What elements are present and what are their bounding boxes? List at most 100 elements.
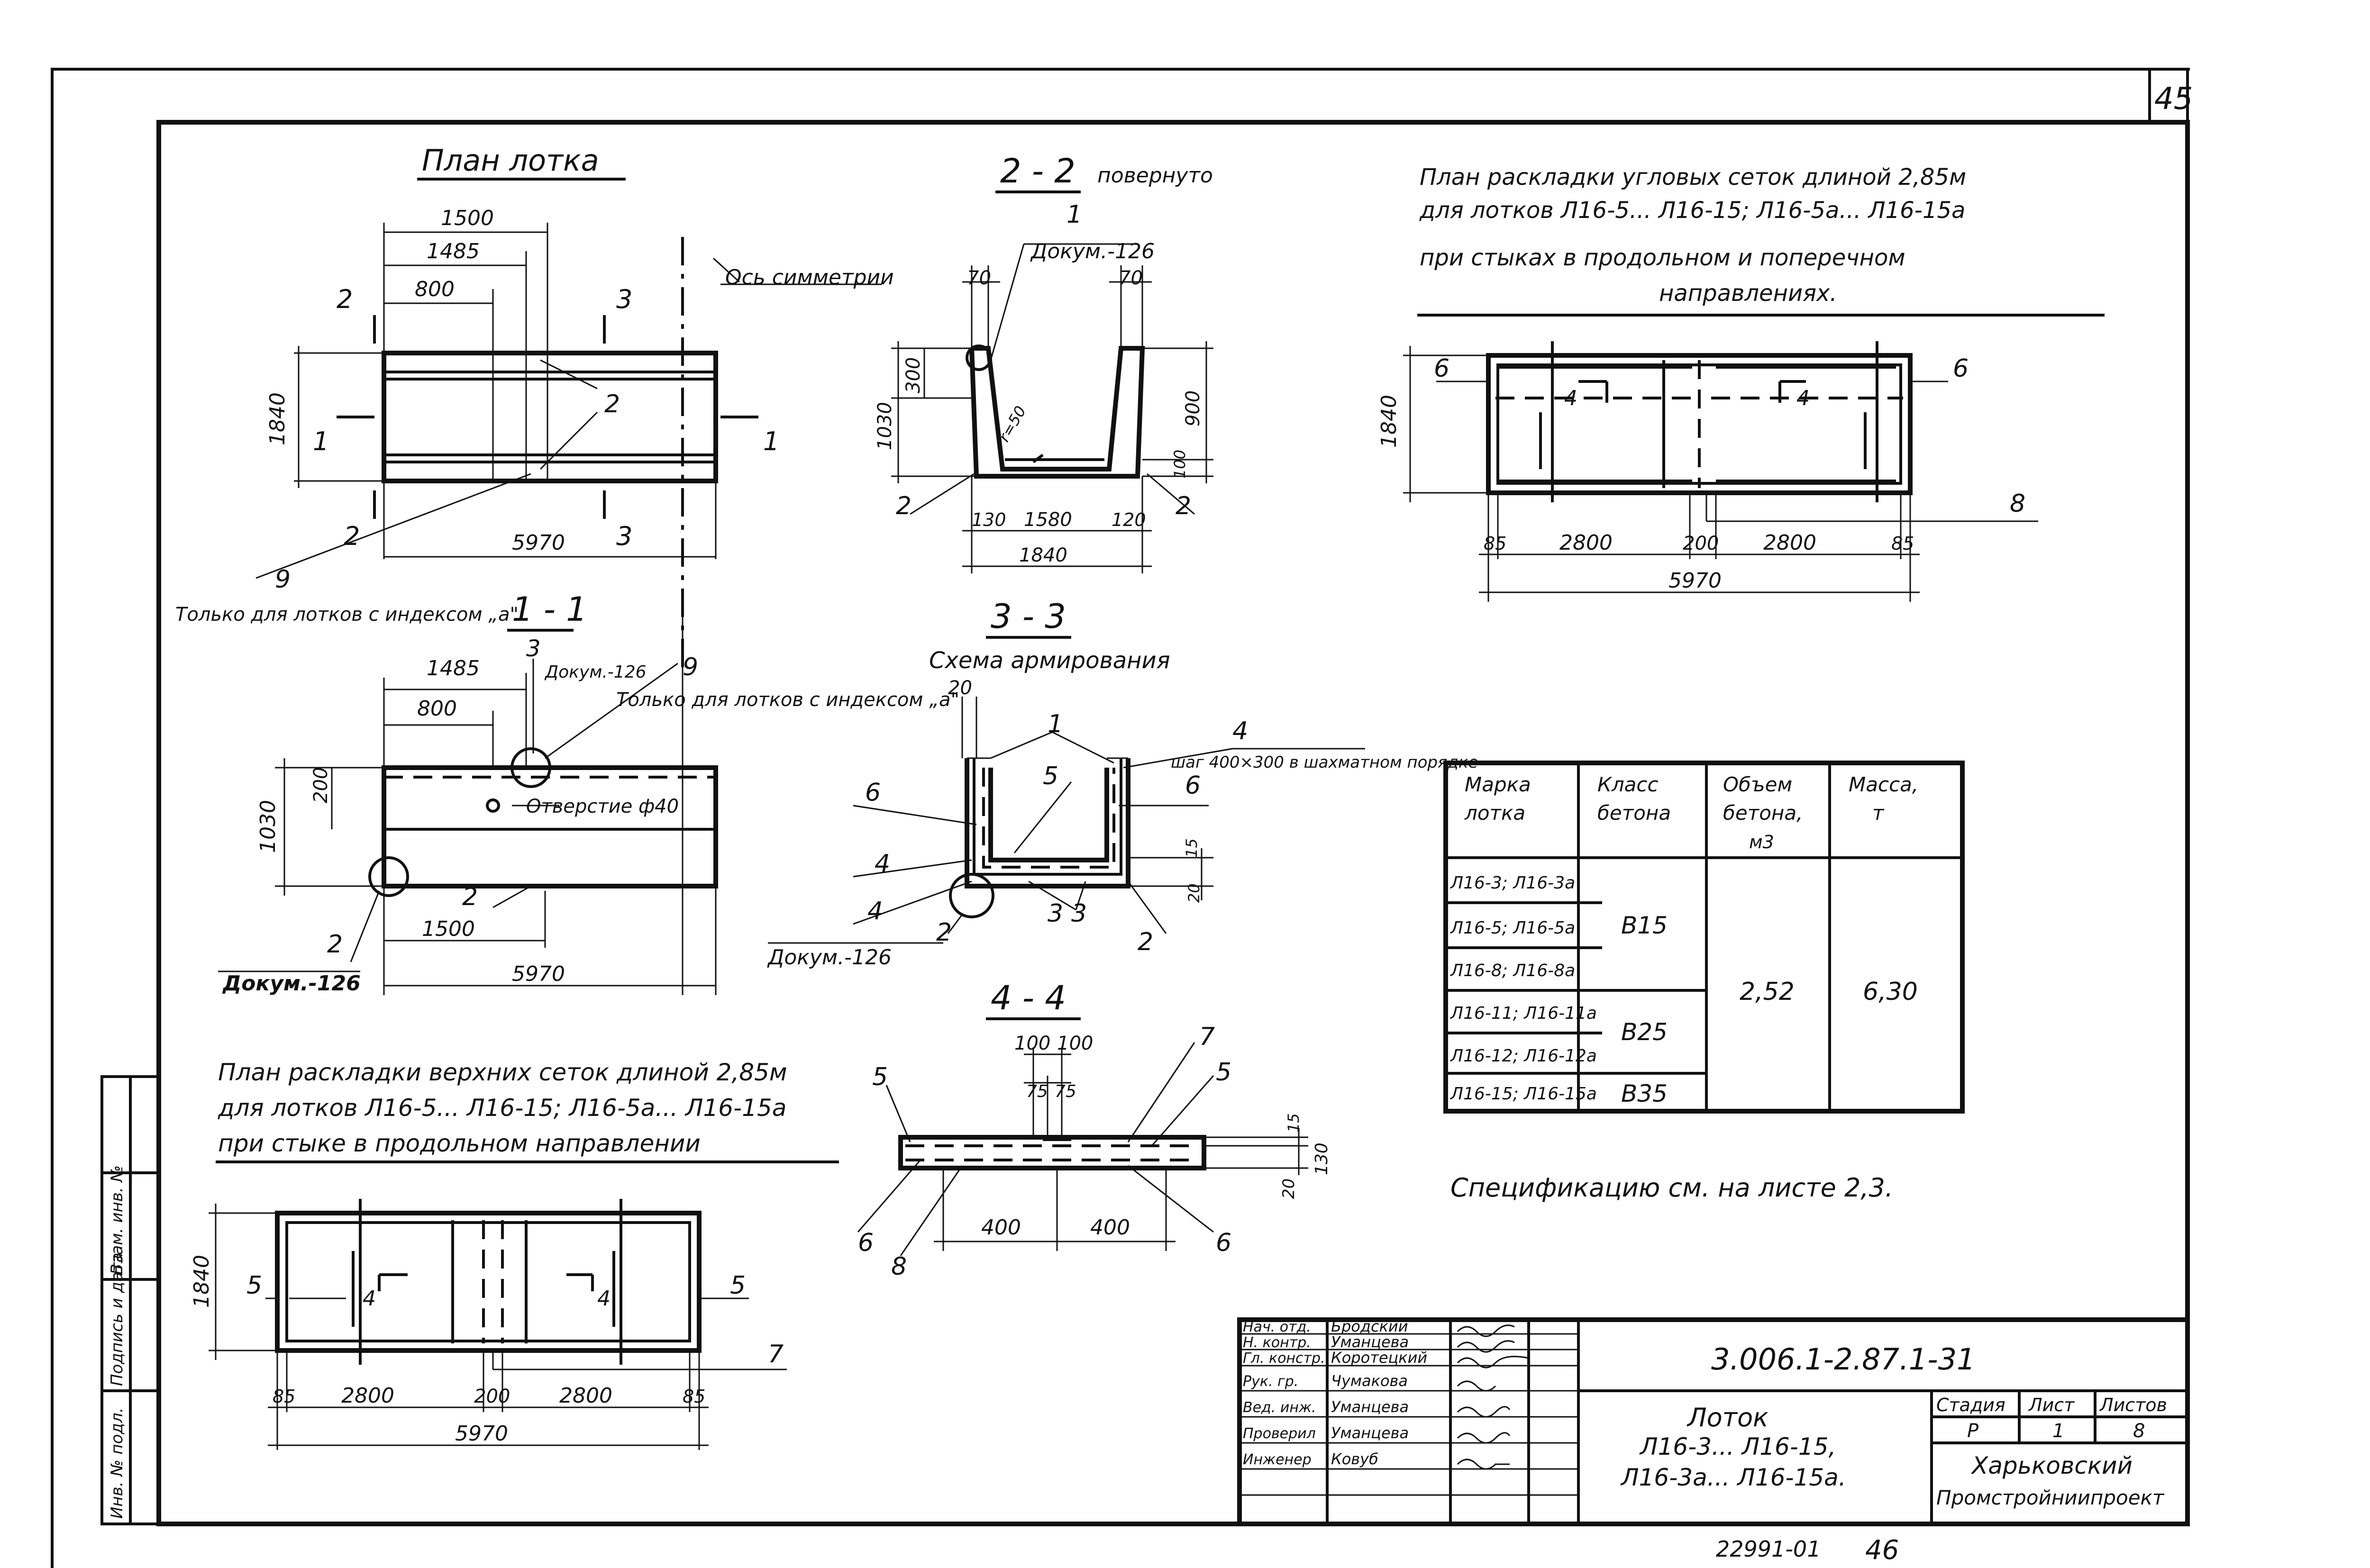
- section-2-2-callout-1: 1: [1066, 200, 1082, 229]
- spec-header-mark: Марка лотка: [1450, 850, 1454, 851]
- spec-header-mass-1: Масса,: [1849, 773, 1918, 796]
- top-mesh-mark-5-right: 5: [730, 1271, 746, 1300]
- section-2-2-dim-100: 100: [1171, 450, 1189, 479]
- bottom-inventory: 22991-01: [1716, 1536, 1821, 1562]
- section-3-3-ref: Докум.-126: [767, 945, 892, 970]
- section-2-2-dim-900: 900: [1182, 390, 1204, 426]
- spec-header-mass: Масса, т: [1834, 855, 1837, 856]
- plan-lotka-dim-5970: 5970: [512, 531, 565, 555]
- section-1-1-callout-2-mid: 2: [462, 883, 478, 911]
- top-mesh-dim-2800-right: 2800: [559, 1384, 612, 1408]
- title-name-2: Коротецкий: [1331, 1349, 1427, 1367]
- top-mesh-dim-5970: 5970: [455, 1422, 508, 1446]
- top-mesh-dim-85-right: 85: [683, 1386, 705, 1407]
- section-3-3-dim-20-right: 20: [1185, 883, 1203, 903]
- corner-mesh-dim-2800-left: 2800: [1559, 531, 1613, 555]
- bottom-page: 46: [1865, 1535, 1899, 1566]
- section-2-2-dim-1580: 1580: [1024, 509, 1072, 531]
- top-mesh-mark-7: 7: [768, 1340, 784, 1369]
- section-4-4-callout-6-right: 6: [1216, 1229, 1231, 1257]
- title-name-line-2: Л16-3... Л16-15,: [1639, 1433, 1836, 1460]
- corner-mesh-dim-200: 200: [1683, 533, 1719, 554]
- title-name-3: Чумакова: [1331, 1372, 1408, 1390]
- top-mesh-dim-1840: 1840: [190, 1255, 214, 1308]
- section-4-4-callout-5-left: 5: [872, 1063, 888, 1091]
- plan-lotka-axis-label: Ось симметрии: [725, 265, 894, 290]
- section-1-1-ref-bottom: Докум.-126: [222, 971, 361, 996]
- section-1-1-dim-800: 800: [417, 697, 457, 721]
- section-3-3-callout-6-left: 6: [865, 779, 881, 807]
- corner-mesh-mark-6-left: 6: [1434, 354, 1449, 383]
- section-4-4-drawing: [857, 1042, 1308, 1256]
- section-1-1-title: 1 - 1: [512, 590, 587, 629]
- title-role-0: Нач. отд.: [1243, 1319, 1311, 1335]
- section-3-3-callout-4-bottom: 4: [867, 897, 883, 925]
- section-3-3-callout-3-b: 3: [1071, 899, 1087, 928]
- title-stage-value: Р: [1967, 1420, 1979, 1442]
- plan-lotka-mark-1-right: 1: [763, 426, 779, 456]
- spec-header-volume-3: м3: [1749, 832, 1774, 852]
- title-role-2: Гл. констр.: [1243, 1350, 1325, 1367]
- spec-mark-3: Л16-11; Л16-11а: [1449, 1004, 1597, 1023]
- plan-lotka-dim-800: 800: [415, 277, 455, 301]
- spec-note: Спецификацию см. на листе 2,3.: [1450, 1173, 1893, 1203]
- title-sheet-header: Лист: [2028, 1395, 2075, 1415]
- section-4-4-dim-130: 130: [1312, 1142, 1331, 1175]
- top-mesh-title-line-3: при стыке в продольном направлении: [218, 1130, 701, 1157]
- section-2-2-dim-r50: r=50: [995, 403, 1030, 445]
- section-3-3-step-note: шаг 400×300 в шахматном порядке: [1171, 753, 1478, 772]
- section-3-3-subtitle: Схема армирования: [929, 647, 1170, 674]
- section-1-1-dim-1485: 1485: [427, 656, 480, 680]
- sheet-number: 45: [2154, 82, 2193, 117]
- section-3-3-callout-1: 1: [1048, 710, 1063, 738]
- spec-mark-5: Л16-15; Л16-15а: [1449, 1084, 1597, 1104]
- section-4-4-dim-20: 20: [1279, 1178, 1298, 1199]
- title-role-4: Вед. инж.: [1243, 1399, 1316, 1416]
- corner-mesh-dim-85-right: 85: [1891, 533, 1914, 554]
- spec-header-mark-1: Марка: [1465, 773, 1531, 796]
- section-2-2-dim-70-right: 70: [1119, 267, 1143, 289]
- section-2-2-dim-130: 130: [972, 509, 1006, 530]
- title-name-line-3: Л16-3а... Л16-15а.: [1620, 1464, 1846, 1491]
- top-mesh-title-line-2: для лотков Л16-5... Л16-15; Л16-5а... Л1…: [218, 1094, 786, 1122]
- plan-lotka-title: План лотка: [422, 143, 599, 178]
- spec-header-class: Класс бетона: [1583, 850, 1587, 851]
- side-stamp: [100, 1075, 160, 1525]
- title-name-line-1: Лоток: [1686, 1403, 1768, 1432]
- spec-mark-0: Л16-3; Л16-3а: [1449, 873, 1575, 893]
- spec-class-b35: В35: [1621, 1080, 1668, 1107]
- spec-header-mark-2: лотка: [1464, 801, 1525, 825]
- section-3-3-dim-20-top: 20: [948, 677, 972, 699]
- section-3-3-callout-3-a: 3: [1048, 899, 1063, 928]
- plan-lotka-note: Только для лотков с индексом „а": [175, 604, 519, 625]
- top-mesh-drawing: [209, 1199, 787, 1450]
- section-3-3-dim-15: 15: [1183, 838, 1201, 858]
- corner-mesh-dim-5970: 5970: [1668, 569, 1722, 593]
- section-3-3-title: 3 - 3: [991, 597, 1066, 636]
- plan-lotka-mark-1-left: 1: [313, 426, 329, 456]
- title-sheets-value: 8: [2133, 1420, 2145, 1442]
- section-4-4-dim-400-a: 400: [981, 1215, 1021, 1240]
- section-1-1-dim-200: 200: [310, 767, 332, 803]
- section-4-4-dim-100-b: 100: [1057, 1033, 1093, 1054]
- section-3-3-callout-2-left: 2: [936, 918, 952, 947]
- spec-header-class-1: Класс: [1597, 773, 1659, 796]
- title-role-3: Рук. гр.: [1243, 1373, 1298, 1390]
- corner-mesh-mark-4-right: 4: [1796, 386, 1810, 410]
- plan-lotka-dim-1840: 1840: [265, 392, 290, 445]
- section-1-1-drawing: [218, 616, 718, 995]
- title-code: 3.006.1-2.87.1-31: [1711, 1342, 1976, 1377]
- corner-mesh-title-line-4: направлениях.: [1659, 280, 1837, 307]
- plan-lotka-dim-1500: 1500: [441, 206, 494, 230]
- section-3-3-callout-6-right: 6: [1185, 771, 1201, 800]
- plan-lotka-mark-3-top: 3: [616, 284, 632, 314]
- section-2-2-subtitle: повернуто: [1097, 163, 1213, 188]
- title-name-4: Уманцева: [1331, 1398, 1409, 1416]
- spec-mark-4: Л16-12; Л16-12а: [1449, 1046, 1597, 1066]
- top-mesh-dim-85-left: 85: [273, 1386, 295, 1407]
- section-2-2-title: 2 - 2: [1000, 152, 1076, 190]
- top-mesh-dim-2800-left: 2800: [341, 1384, 394, 1408]
- title-sheets-header: Листов: [2099, 1395, 2167, 1415]
- section-4-4-callout-8: 8: [891, 1252, 907, 1281]
